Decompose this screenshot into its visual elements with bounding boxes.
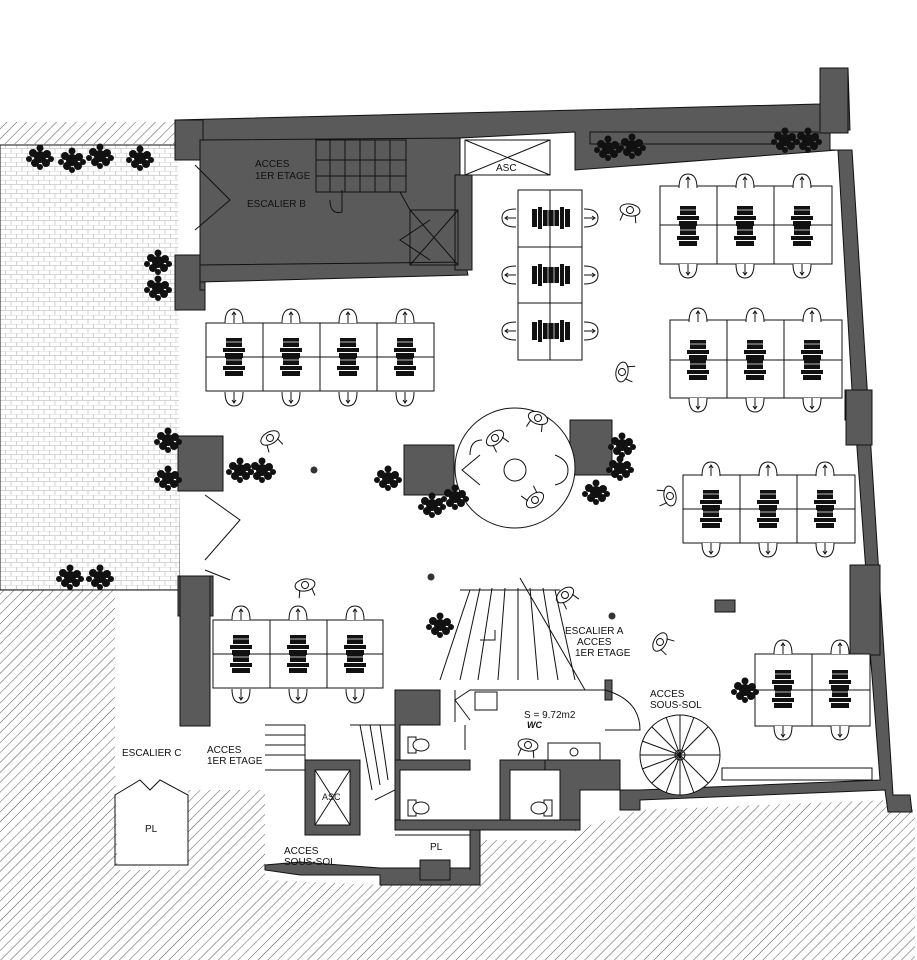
label-escalier-b: ESCALIER B [247,199,306,210]
stair-a [439,577,586,691]
label-escalier-a-line3: 1ER ETAGE [575,648,631,659]
desk-cluster-bottom-left [212,605,384,704]
label-wc: WC [527,720,542,730]
spiral-stair [639,714,721,796]
desk-cluster-middle-right [669,307,843,413]
wc-block [394,679,641,831]
label-pl-center: PL [430,842,443,853]
desk-cluster-center-vertical [501,189,599,361]
desk-cluster-lower-right [682,461,856,558]
paved-courtyard [0,144,181,591]
svg-text:ACCES: ACCES [255,159,290,170]
label-acces-sous-sol-bottom-line1: ACCES [284,846,319,857]
desk-cluster-bottom-right [754,639,871,741]
elevator-top [464,139,551,176]
exterior-ground [0,122,915,960]
label-acces-sous-sol-right-line2: SOUS-SOL [650,700,702,711]
window-ledges [204,131,873,781]
svg-text:1ER ETAGE: 1ER ETAGE [255,171,311,182]
label-asc-top: ASC [496,163,517,174]
label-pl-left: PL [145,824,158,835]
label-acces-b-line1: ACCES [255,159,290,170]
label-surface: S = 9.72m2 [524,710,576,721]
label-asc-bottom: ASC [322,792,341,802]
label-escalier-c: ESCALIER C [122,748,181,759]
label-acces-sous-sol-bottom-line2: SOUS-SOL [284,857,336,868]
desk-cluster-top-right [659,173,833,279]
label-acces-b-line2: 1ER ETAGE [255,171,311,182]
label-escalier-a-line1: ESCALIER A [565,626,624,637]
desk-cluster-left [205,308,435,407]
stair-b-room [194,137,473,291]
stair-c [114,724,471,881]
label-acces-sous-sol-right-line1: ACCES [650,689,685,700]
label-escalier-a-line2: ACCES [577,637,612,648]
labels: ACCES 1ER ETAGE ESCALIER B ASC ESCALIER … [122,159,702,868]
label-acces-c-line1: ACCES [207,745,242,756]
plants [26,127,822,703]
round-meeting-table [454,407,576,529]
label-acces-c-line2: 1ER ETAGE [207,756,263,767]
